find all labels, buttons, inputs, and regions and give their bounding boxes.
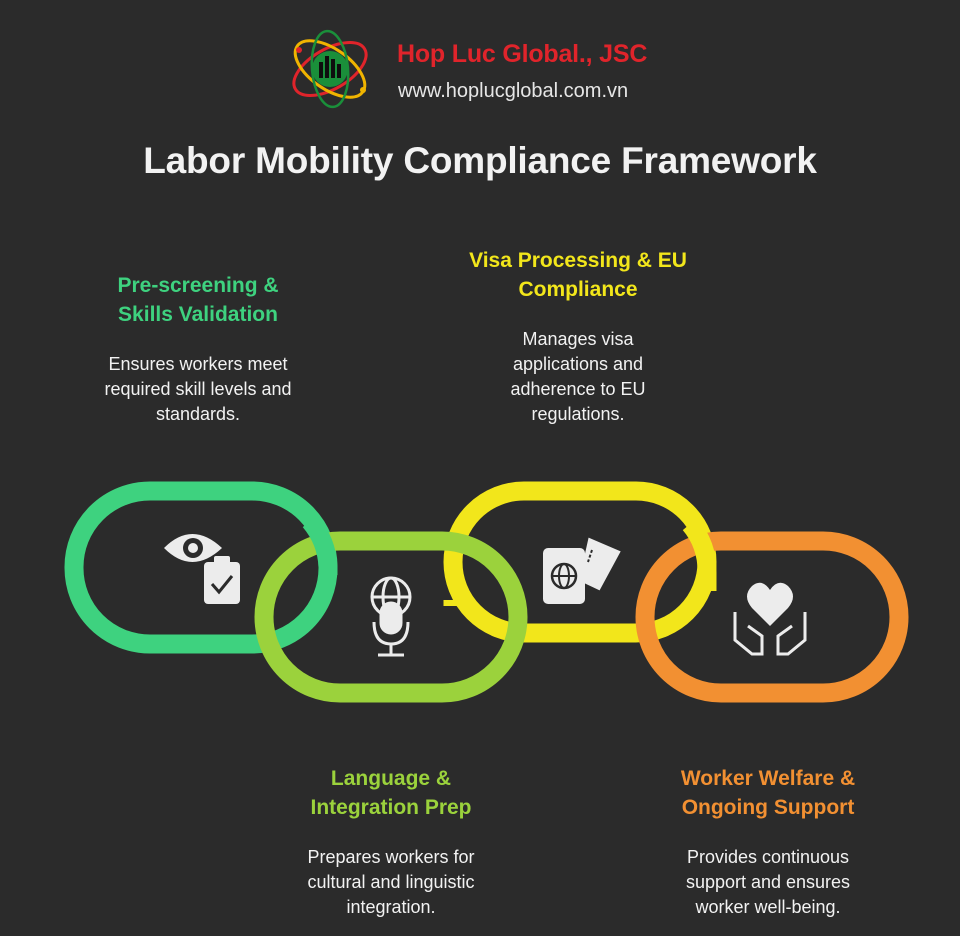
globe-microphone-icon — [370, 576, 412, 657]
step-3-description: Manages visa applications and adherence … — [510, 329, 646, 424]
eye-clipboard-icon — [164, 534, 240, 604]
step-1-title: Pre-screening & Skills Validation — [117, 274, 279, 326]
step-2-title: Language & Integration Prep — [310, 767, 472, 819]
passport-ticket-icon — [543, 537, 621, 604]
step-2-description: Prepares workers for cultural and lingui… — [307, 847, 475, 917]
step-1-description: Ensures workers meet required skill leve… — [104, 354, 292, 424]
page-title: Labor Mobility Compliance Framework — [143, 140, 817, 181]
brand-url[interactable]: www.hoplucglobal.com.vn — [398, 80, 629, 102]
step-4-title: Worker Welfare & Ongoing Support — [680, 767, 856, 819]
step-4-description: Provides continuous support and ensures … — [685, 847, 851, 917]
company-logo — [292, 29, 368, 109]
step-3-title: Visa Processing & EU Compliance — [469, 249, 687, 301]
chain-link-1 — [64, 481, 338, 654]
heart-hands-icon — [733, 582, 807, 656]
brand-name: Hop Luc Global., JSC — [397, 40, 648, 68]
header: Hop Luc Global., JSC www.hoplucglobal.co… — [0, 0, 960, 120]
